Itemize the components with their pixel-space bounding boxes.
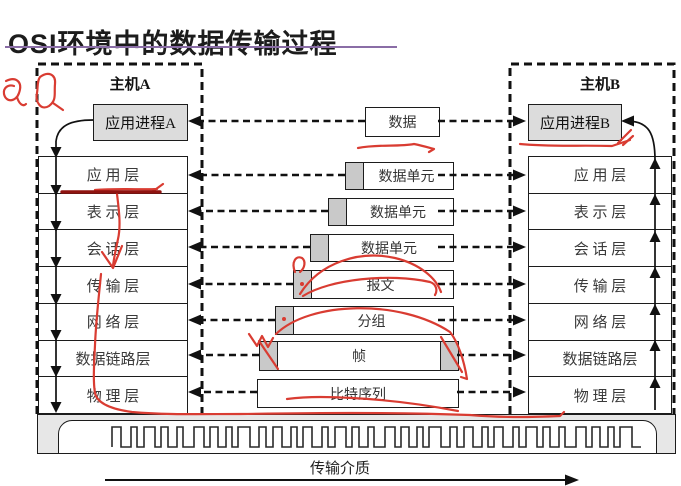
layer-left-datalink: 数据链路层 bbox=[39, 339, 187, 377]
pdu-application-box: 数据单元 bbox=[345, 162, 454, 190]
pdu-application-label: 数据单元 bbox=[378, 170, 435, 185]
layer-left-transport: 传 输 层 bbox=[39, 266, 187, 303]
host-b-label: 主机B bbox=[579, 77, 620, 93]
page-title: OSI环境中的数据传输过程 bbox=[8, 29, 338, 60]
pdu-header-cell bbox=[311, 235, 329, 261]
medium-label: 传输介质 bbox=[309, 461, 370, 477]
layer-right-presentation: 表 示 层 bbox=[529, 192, 671, 230]
layer-left-presentation: 表 示 层 bbox=[39, 192, 187, 230]
layer-right-transport: 传 输 层 bbox=[529, 266, 671, 303]
pdu-message-label: 报文 bbox=[366, 278, 395, 294]
pdu-bitstream-label: 比特序列 bbox=[330, 387, 386, 403]
title-underline bbox=[5, 46, 397, 48]
pdu-session-box: 数据单元 bbox=[310, 234, 454, 262]
pdu-data-label: 数据 bbox=[388, 116, 417, 131]
host-b-layer-stack: 应 用 层 表 示 层 会 话 层 传 输 层 网 络 层 数据链路层 物 理 … bbox=[528, 156, 672, 414]
layer-left-network: 网 络 层 bbox=[39, 302, 187, 340]
pdu-bitstream-box: 比特序列 bbox=[257, 379, 459, 408]
host-a-layer-stack: 应 用 层 表 示 层 会 话 层 传 输 层 网 络 层 数据链路层 物 理 … bbox=[38, 156, 188, 414]
host-b-process-box: 应用进程B bbox=[528, 104, 622, 141]
medium-signal-area bbox=[58, 420, 657, 454]
pdu-frame-box: 帧 bbox=[259, 341, 459, 371]
pdu-presentation-box: 数据单元 bbox=[328, 198, 454, 226]
layer-right-application: 应 用 层 bbox=[573, 168, 627, 185]
layer-left-session: 会 话 层 bbox=[39, 229, 187, 266]
pdu-header-cell bbox=[276, 307, 294, 334]
host-a-label: 主机A bbox=[109, 77, 151, 93]
pdu-session-label: 数据单元 bbox=[361, 242, 417, 257]
pdu-header-cell bbox=[329, 199, 347, 225]
pdu-frame-label: 帧 bbox=[352, 350, 366, 365]
pdu-presentation-label: 数据单元 bbox=[370, 206, 426, 221]
layer-right-session: 会 话 层 bbox=[529, 229, 671, 266]
layer-left-application: 应 用 层 bbox=[86, 168, 140, 185]
pdu-packet-label: 分组 bbox=[357, 314, 386, 330]
pdu-trailer-cell bbox=[440, 342, 458, 370]
layer-right-datalink: 数据链路层 bbox=[529, 339, 671, 377]
pdu-header-cell bbox=[260, 342, 278, 370]
pdu-message-box: 报文 bbox=[293, 270, 454, 299]
host-a-process-box: 应用进程A bbox=[93, 104, 188, 141]
pdu-header-cell bbox=[346, 163, 364, 189]
pdu-header-cell bbox=[294, 271, 312, 298]
pdu-data-box: 数据 bbox=[365, 107, 440, 137]
layer-left-physical: 物 理 层 bbox=[39, 376, 187, 413]
pdu-packet-box: 分组 bbox=[275, 306, 454, 335]
layer-right-physical: 物 理 层 bbox=[529, 376, 671, 413]
layer-right-network: 网 络 层 bbox=[529, 302, 671, 340]
